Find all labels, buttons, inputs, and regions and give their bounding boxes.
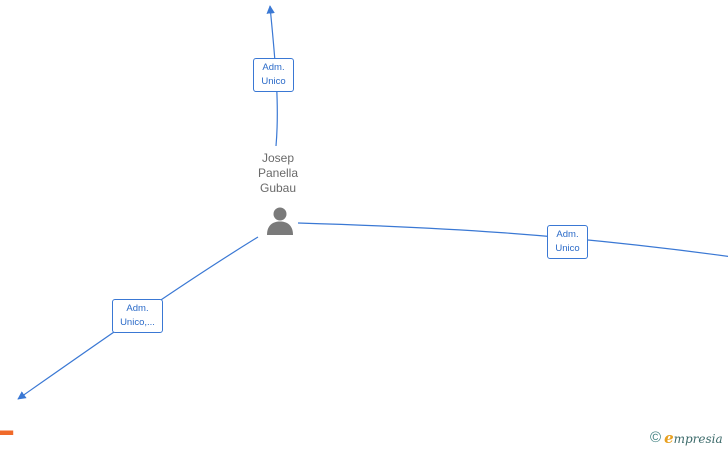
relation-label-line: Adm.: [556, 229, 579, 240]
edge-right: [297, 222, 728, 257]
relation-label-line: Adm.: [126, 303, 149, 314]
person-name[interactable]: Josep Panella Gubau: [238, 151, 318, 196]
relation-label-line: Unico,...: [120, 317, 155, 328]
person-name-line: Josep: [261, 151, 295, 165]
company-node-bottom-left[interactable]: L: [0, 400, 15, 444]
footer-brand: © empresia: [650, 428, 723, 448]
relation-label-top[interactable]: Adm. Unico: [253, 58, 294, 92]
relation-label-line: Unico: [261, 76, 286, 87]
relation-label-line: Adm.: [262, 62, 285, 73]
relation-label-bottom-left[interactable]: Adm. Unico,...: [112, 299, 163, 333]
brand-rest: mpresia: [673, 431, 723, 446]
brand-logo: empresia: [664, 428, 723, 449]
copyright-icon: ©: [650, 429, 662, 446]
person-icon[interactable]: [264, 204, 296, 236]
relation-label-line: Unico: [555, 243, 580, 254]
person-name-line: Panella: [257, 166, 299, 180]
relation-label-right[interactable]: Adm. Unico: [547, 225, 588, 259]
person-name-line: Gubau: [259, 181, 297, 195]
brand-initial: e: [664, 428, 674, 447]
